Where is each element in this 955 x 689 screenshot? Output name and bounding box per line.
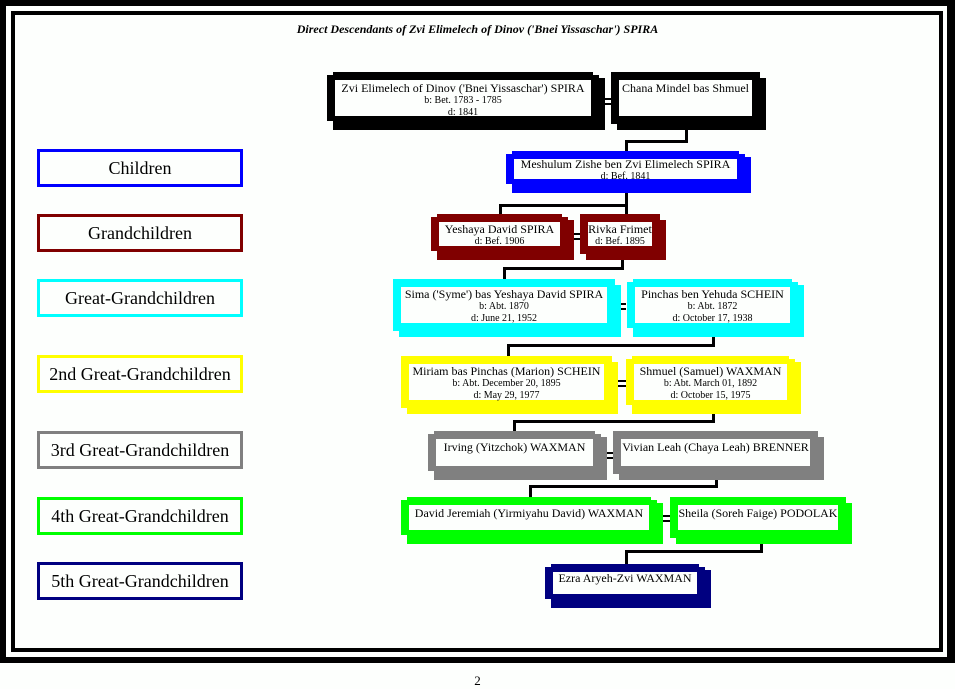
- person-birth: b: Bet. 1783 - 1785: [424, 95, 502, 106]
- person-name: Rivka Frimet: [588, 222, 652, 236]
- person-card-david-jeremiah-waxman[interactable]: David Jeremiah (Yirmiyahu David) WAXMAN: [401, 497, 663, 544]
- person-name: Ezra Aryeh-Zvi WAXMAN: [558, 571, 692, 585]
- person-death: d: October 15, 1975: [670, 390, 751, 401]
- person-death: d: 1841: [447, 107, 479, 118]
- gen-label-children: Children: [37, 149, 243, 187]
- descent-line: [507, 344, 510, 358]
- person-card-rivka-frimet[interactable]: Rivka Frimet d: Bef. 1895: [580, 214, 666, 260]
- descent-line: [685, 125, 688, 143]
- descent-line: [513, 420, 715, 423]
- card-border: [428, 431, 601, 474]
- person-death: d: June 21, 1952: [470, 313, 538, 324]
- person-name: David Jeremiah (Yirmiyahu David) WAXMAN: [414, 506, 644, 520]
- person-card-irving-waxman[interactable]: Irving (Yitzchok) WAXMAN: [428, 431, 607, 480]
- person-name: Irving (Yitzchok) WAXMAN: [443, 440, 586, 454]
- person-birth: b: Abt. 1872: [687, 301, 738, 312]
- descent-line: [760, 541, 763, 553]
- card-border: [401, 356, 612, 408]
- person-card-vivian-brenner[interactable]: Vivian Leah (Chaya Leah) BRENNER: [613, 431, 824, 480]
- person-card-ezra-waxman[interactable]: Ezra Aryeh-Zvi WAXMAN: [545, 564, 711, 608]
- card-border: [613, 431, 818, 474]
- card-border: [626, 356, 795, 408]
- person-name: Miriam bas Pinchas (Marion) SCHEIN: [412, 364, 601, 378]
- descent-line: [625, 190, 628, 215]
- marriage-connector: [568, 233, 580, 235]
- descent-line: [625, 550, 763, 553]
- person-birth: b: Abt. December 20, 1895: [452, 378, 561, 389]
- descent-line: [621, 258, 624, 270]
- card-border: [545, 564, 705, 602]
- descent-line: [513, 420, 516, 433]
- person-name: Zvi Elimelech of Dinov ('Bnei Yissaschar…: [341, 81, 585, 95]
- descent-line: [625, 140, 628, 153]
- marriage-connector: [616, 385, 626, 387]
- page-number: 2: [474, 673, 481, 688]
- person-card-meshulum-zishe[interactable]: Meshulum Zishe ben Zvi Elimelech SPIRA d…: [506, 151, 751, 193]
- person-name: Sheila (Soreh Faige) PODOLAK: [678, 506, 838, 520]
- card-border: [431, 214, 568, 254]
- descent-line: [625, 140, 688, 143]
- descent-line: [499, 204, 502, 216]
- person-name: Chana Mindel bas Shmuel: [622, 81, 749, 95]
- marriage-connector: [601, 452, 613, 454]
- card-border: [580, 214, 660, 254]
- marriage-connector: [658, 515, 670, 517]
- person-name: Shmuel (Samuel) WAXMAN: [639, 364, 782, 378]
- person-name: Meshulum Zishe ben Zvi Elimelech SPIRA: [520, 157, 731, 171]
- descent-line: [507, 344, 715, 347]
- person-name: Vivian Leah (Chaya Leah) BRENNER: [622, 440, 809, 454]
- marriage-connector: [616, 308, 626, 310]
- gen-label-3rd-great-grandchildren: 3rd Great-Grandchildren: [37, 431, 243, 469]
- person-card-miriam-schein[interactable]: Miriam bas Pinchas (Marion) SCHEIN b: Ab…: [401, 356, 618, 414]
- card-border: [627, 279, 798, 331]
- marriage-connector: [601, 457, 613, 459]
- person-name: Pinchas ben Yehuda SCHEIN: [641, 287, 784, 301]
- card-border: [506, 151, 745, 187]
- descent-line: [712, 335, 715, 347]
- person-card-sima-syme[interactable]: Sima ('Syme') bas Yeshaya David SPIRA b:…: [393, 279, 621, 337]
- gen-label-grandchildren: Grandchildren: [37, 214, 243, 252]
- person-name: Yeshaya David SPIRA: [444, 222, 555, 236]
- marriage-connector: [600, 98, 612, 100]
- descent-line: [529, 485, 718, 488]
- person-birth: b: Abt. 1870: [479, 301, 529, 312]
- marriage-connector: [616, 303, 626, 305]
- person-name: Sima ('Syme') bas Yeshaya David SPIRA: [404, 287, 604, 301]
- card-border: [393, 279, 615, 331]
- person-card-shmuel-waxman[interactable]: Shmuel (Samuel) WAXMAN b: Abt. March 01,…: [626, 356, 801, 414]
- person-birth: b: Abt. March 01, 1892: [663, 378, 758, 389]
- person-card-zvi-elimelech[interactable]: Zvi Elimelech of Dinov ('Bnei Yissaschar…: [327, 72, 605, 130]
- person-death: d: Bef. 1841: [600, 171, 651, 182]
- person-death: d: May 29, 1977: [473, 390, 540, 401]
- descent-line: [499, 204, 628, 207]
- card-border: [670, 497, 846, 538]
- card-border: [401, 497, 657, 538]
- marriage-connector: [568, 238, 580, 240]
- descent-line: [712, 411, 715, 423]
- descent-line: [503, 267, 624, 270]
- person-death: d: October 17, 1938: [672, 313, 753, 324]
- descent-line: [625, 550, 628, 565]
- marriage-connector: [600, 103, 612, 105]
- person-card-sheila-podolak[interactable]: Sheila (Soreh Faige) PODOLAK: [670, 497, 852, 544]
- descent-line: [715, 476, 718, 488]
- person-card-chana-mindel[interactable]: Chana Mindel bas Shmuel: [611, 72, 766, 130]
- marriage-connector: [658, 520, 670, 522]
- person-death: d: Bef. 1895: [595, 236, 645, 247]
- gen-label-5th-great-grandchildren: 5th Great-Grandchildren: [37, 562, 243, 600]
- gen-label-2nd-great-grandchildren: 2nd Great-Grandchildren: [37, 355, 243, 393]
- descent-line: [503, 267, 506, 281]
- person-card-pinchas-schein[interactable]: Pinchas ben Yehuda SCHEIN b: Abt. 1872 d…: [627, 279, 804, 337]
- marriage-connector: [616, 380, 626, 382]
- chart-title: Direct Descendants of Zvi Elimelech of D…: [296, 22, 659, 36]
- gen-label-great-grandchildren: Great-Grandchildren: [37, 279, 243, 317]
- descent-line: [529, 485, 532, 498]
- card-border: [611, 72, 760, 124]
- gen-label-4th-great-grandchildren: 4th Great-Grandchildren: [37, 497, 243, 535]
- card-border: [327, 72, 599, 124]
- person-card-yeshaya-david[interactable]: Yeshaya David SPIRA d: Bef. 1906: [431, 214, 574, 260]
- person-death: d: Bef. 1906: [474, 236, 525, 247]
